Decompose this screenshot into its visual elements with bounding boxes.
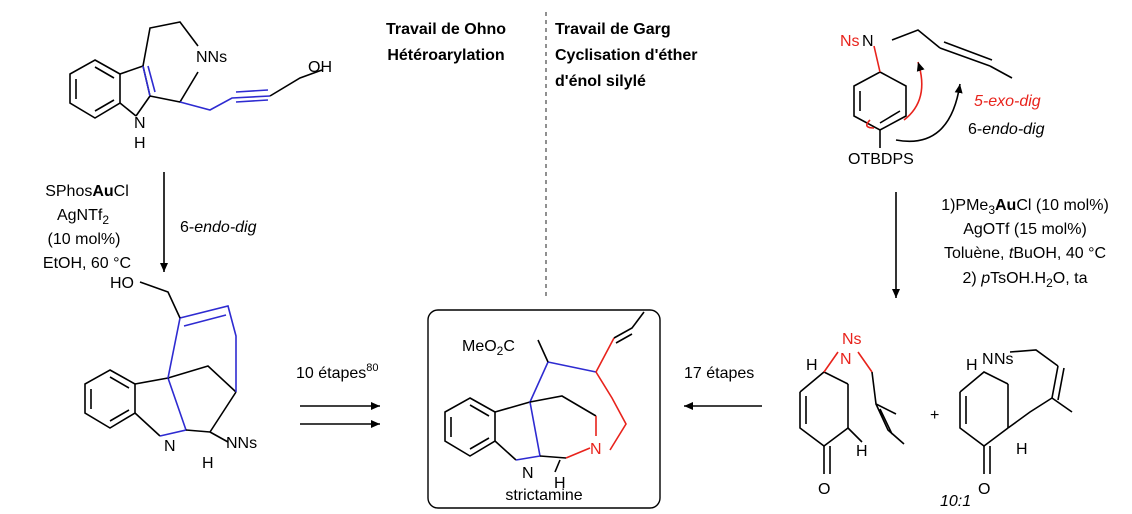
svg-text:Cyclisation d'éther: Cyclisation d'éther <box>555 47 698 64</box>
svg-text:Toluène, tBuOH, 40 °C: Toluène, tBuOH, 40 °C <box>944 245 1106 262</box>
svg-text:AgOTf (15 mol%): AgOTf (15 mol%) <box>963 221 1087 238</box>
svg-text:2) pTsOH.H2O, ta: 2) pTsOH.H2O, ta <box>963 270 1088 290</box>
svg-text:SPhosAuCl: SPhosAuCl <box>45 183 129 200</box>
svg-text:EtOH, 60 °C: EtOH, 60 °C <box>43 255 131 272</box>
svg-text:5-exo-dig: 5-exo-dig <box>974 93 1041 110</box>
svg-text:Ns: Ns <box>994 351 1014 368</box>
svg-text:N: N <box>982 351 994 368</box>
svg-text:OH: OH <box>308 59 332 76</box>
svg-text:NNs: NNs <box>226 435 257 452</box>
ohno-product: HO N H NNs <box>84 275 257 472</box>
svg-text:10 étapes80: 10 étapes80 <box>296 362 379 382</box>
svg-text:N: N <box>590 441 602 458</box>
svg-text:6-endo-dig: 6-endo-dig <box>180 219 257 236</box>
garg-product-a: H N Ns O H <box>799 331 905 498</box>
svg-text:Hétéroarylation: Hétéroarylation <box>387 47 504 64</box>
svg-text:H: H <box>134 135 146 152</box>
ohno-substrate: NNs OH N H <box>69 21 332 152</box>
svg-text:N: N <box>134 115 146 132</box>
svg-text:N: N <box>522 465 534 482</box>
ohno-steps: 10 étapes80 <box>296 362 380 428</box>
svg-text:6-endo-dig: 6-endo-dig <box>968 121 1045 138</box>
svg-text:MeO2C: MeO2C <box>462 338 515 358</box>
svg-text:H: H <box>806 357 818 374</box>
svg-text:NNs: NNs <box>196 49 227 66</box>
garg-product-b: H N Ns O H <box>959 349 1073 498</box>
svg-text:Ns: Ns <box>840 33 860 50</box>
svg-text:d'énol silylé: d'énol silylé <box>555 73 646 90</box>
svg-text:H: H <box>202 455 214 472</box>
svg-text:strictamine: strictamine <box>505 487 582 504</box>
svg-text:(10 mol%): (10 mol%) <box>48 231 121 248</box>
svg-text:H: H <box>966 357 978 374</box>
svg-text:H: H <box>1016 441 1028 458</box>
svg-text:O: O <box>818 481 830 498</box>
svg-text:OTBDPS: OTBDPS <box>848 151 914 168</box>
svg-text:HO: HO <box>110 275 134 292</box>
ohno-heading: Travail de Ohno Hétéroarylation <box>386 21 506 64</box>
svg-text:1)PMe3AuCl (10 mol%): 1)PMe3AuCl (10 mol%) <box>941 197 1109 217</box>
ohno-conditions: SPhosAuCl AgNTf2 (10 mol%) EtOH, 60 °C 6… <box>43 172 257 272</box>
svg-text:N: N <box>840 351 852 368</box>
garg-steps: 17 étapes <box>684 365 762 410</box>
svg-text:Travail de Garg: Travail de Garg <box>555 21 671 38</box>
svg-text:17 étapes: 17 étapes <box>684 365 754 382</box>
garg-conditions: 1)PMe3AuCl (10 mol%) AgOTf (15 mol%) Tol… <box>892 192 1109 298</box>
garg-heading: Travail de Garg Cyclisation d'éther d'én… <box>555 21 698 90</box>
svg-text:AgNTf2: AgNTf2 <box>57 207 109 227</box>
svg-text:Ns: Ns <box>842 331 862 348</box>
strictamine-box <box>427 309 661 509</box>
svg-text:N: N <box>862 33 874 50</box>
svg-text:Travail de Ohno: Travail de Ohno <box>386 21 506 38</box>
strictamine: MeO2C N H N strictamine <box>444 311 645 504</box>
svg-text:H: H <box>554 475 566 492</box>
ratio-label: 10:1 <box>940 493 971 510</box>
plus-sign: + <box>930 407 939 424</box>
svg-text:H: H <box>856 443 868 460</box>
garg-substrate: Ns N OTBDPS 5-exo-dig 6-endo-dig <box>840 29 1045 168</box>
svg-text:N: N <box>164 438 176 455</box>
svg-text:O: O <box>978 481 990 498</box>
